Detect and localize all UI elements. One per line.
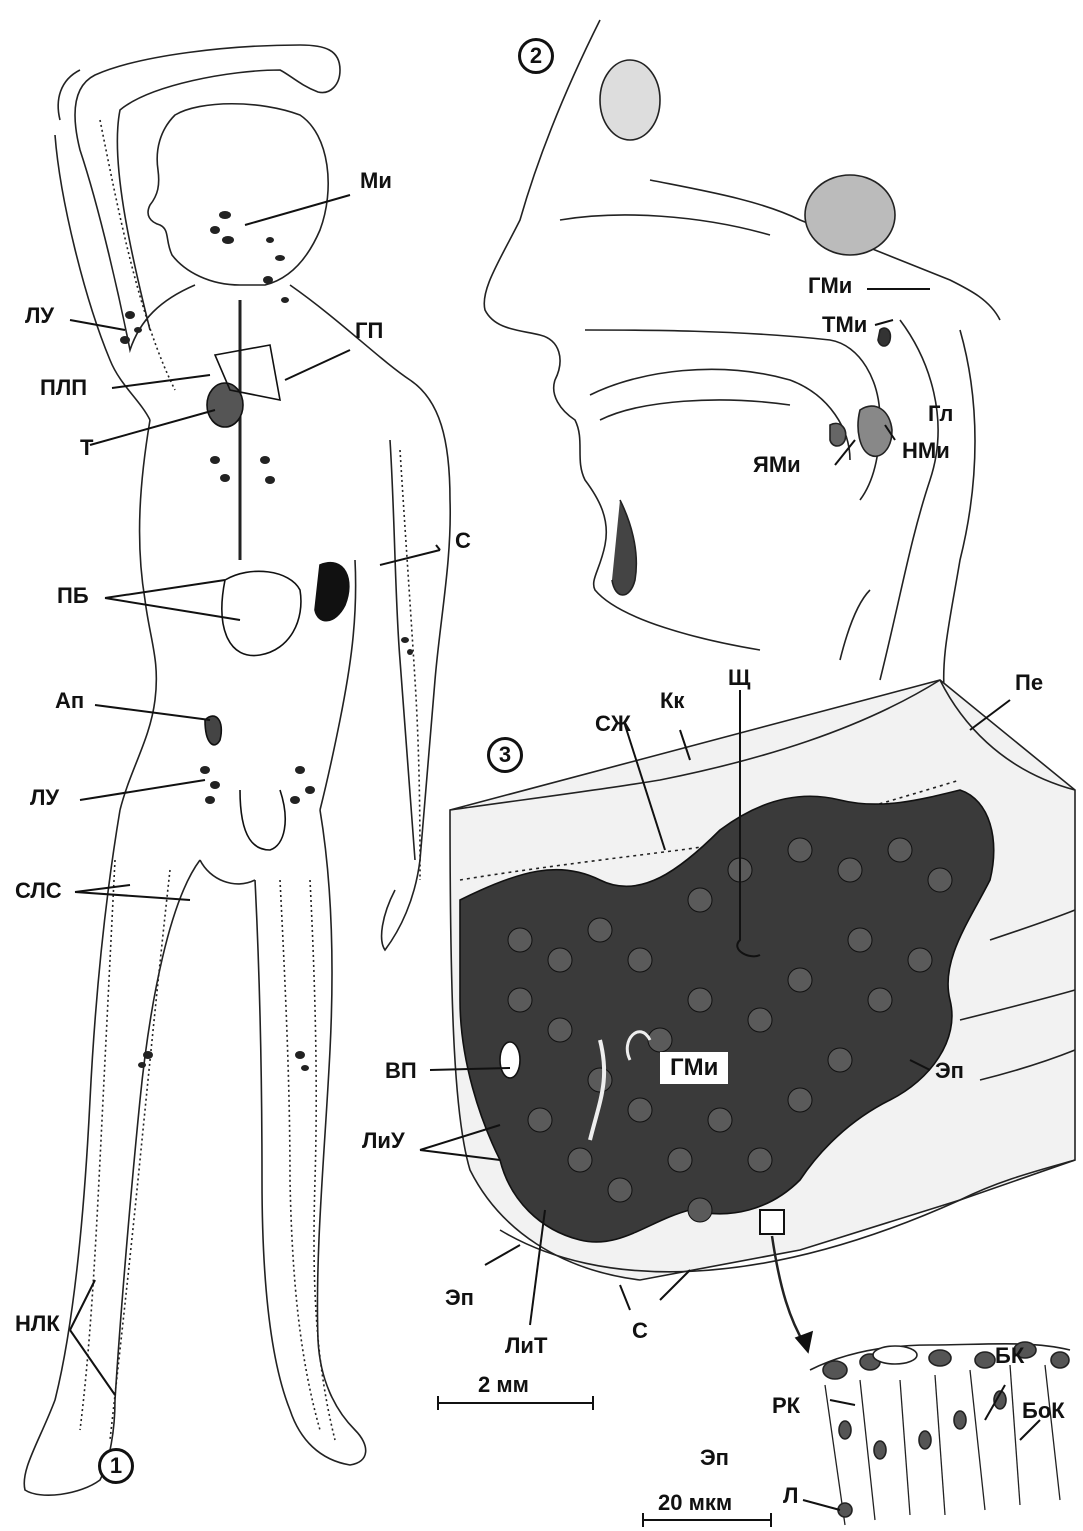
label-nmi: НМи xyxy=(902,440,950,462)
label-gp: ГП xyxy=(355,320,383,342)
label-rk: РК xyxy=(772,1395,800,1417)
label-ap: Ап xyxy=(55,690,84,712)
label-nlk: НЛК xyxy=(15,1313,60,1335)
label-ep-right: Эп xyxy=(935,1060,964,1082)
label-pe: Пе xyxy=(1015,672,1043,694)
label-kk: Кк xyxy=(660,690,684,712)
label-plp: ПЛП xyxy=(40,377,87,399)
label-ep-cells: Эп xyxy=(700,1447,729,1469)
label-liu: ЛиУ xyxy=(362,1130,405,1152)
label-ep-left: Эп xyxy=(445,1287,474,1309)
label-szh: СЖ xyxy=(595,713,631,735)
scale-bar-tissue: 2 мм xyxy=(478,1372,529,1398)
nasopharynx-section xyxy=(484,20,1000,700)
label-gmi-tissue: ГМи xyxy=(660,1052,728,1084)
label-tmi: ТМи xyxy=(822,314,867,336)
human-figure-outline xyxy=(24,45,450,1495)
label-yami: ЯМи xyxy=(753,454,801,476)
label-bok: БоК xyxy=(1022,1400,1065,1422)
panel-number-1: 1 xyxy=(98,1448,134,1484)
label-s-bottom: С xyxy=(632,1320,648,1342)
label-lu-top: ЛУ xyxy=(25,305,54,327)
tonsil-tissue-block xyxy=(450,680,1075,1280)
scale-bar-cells: 20 мкм xyxy=(658,1490,732,1516)
label-gl: Гл xyxy=(928,403,953,425)
label-sls: СЛС xyxy=(15,880,62,902)
label-bk: БК xyxy=(995,1345,1024,1367)
label-l: Л xyxy=(783,1485,798,1507)
label-sch: Щ xyxy=(728,667,750,689)
label-pb: ПБ xyxy=(57,585,89,607)
label-mi: Ми xyxy=(360,170,392,192)
label-gmi-nose: ГМи xyxy=(808,275,852,297)
organs xyxy=(205,345,349,850)
label-vp: ВП xyxy=(385,1060,417,1082)
label-lu-bottom: ЛУ xyxy=(30,787,59,809)
epithelium-cells-inset xyxy=(810,1342,1070,1525)
panel-number-3: 3 xyxy=(487,737,523,773)
label-s-arm: С xyxy=(455,530,471,552)
panel-number-2: 2 xyxy=(518,38,554,74)
label-lit: ЛиТ xyxy=(505,1335,547,1357)
label-t: Т xyxy=(80,437,93,459)
